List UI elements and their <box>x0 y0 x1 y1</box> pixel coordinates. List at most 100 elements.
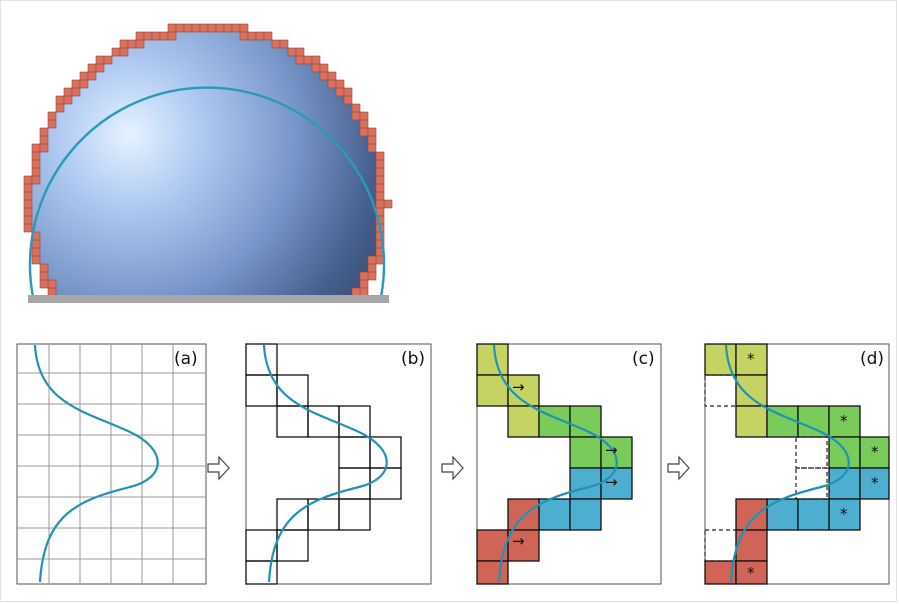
dome-voxel <box>63 87 73 97</box>
dome-voxel <box>295 55 305 65</box>
dome-voxel <box>247 31 257 41</box>
dome-voxel <box>375 183 385 193</box>
dome-voxel <box>55 95 65 105</box>
panel-b-voxel-outlines <box>245 343 402 585</box>
dome-voxel <box>343 87 353 97</box>
panel-a: (a) <box>16 343 207 585</box>
dome-voxel <box>23 199 33 209</box>
dome-voxel <box>231 23 241 33</box>
dome-voxel <box>271 39 281 49</box>
ground-plane <box>28 295 389 303</box>
dome-voxel <box>31 143 41 153</box>
dome-voxel <box>23 207 33 217</box>
dome-voxel <box>375 199 385 209</box>
dome-voxel <box>143 31 153 41</box>
panel-b-label: (b) <box>401 349 425 369</box>
dome-voxel <box>367 271 377 281</box>
dome-voxel <box>103 55 113 65</box>
direction-arrow: → <box>512 378 525 396</box>
dome-voxel <box>319 63 329 73</box>
star-marker: * <box>871 443 879 461</box>
dome-voxel <box>31 239 41 249</box>
dome-voxel <box>255 31 265 41</box>
panel-a-label: (a) <box>174 349 198 369</box>
dome-voxel <box>47 119 57 129</box>
dome-voxel <box>47 111 57 121</box>
dome-voxel <box>367 135 377 145</box>
panel-d-stars: * * * * * * <box>747 350 879 582</box>
dome-voxel <box>31 247 41 257</box>
dome-voxel <box>343 95 353 105</box>
dome-voxel <box>79 71 89 81</box>
star-marker: * <box>747 564 755 582</box>
dome-voxel <box>303 55 313 65</box>
panel-c: → → → → (c) <box>476 343 662 585</box>
dome-voxel <box>71 79 81 89</box>
dome-voxel <box>359 127 369 137</box>
panel-a-curve <box>33 344 159 583</box>
dome-voxel <box>375 191 385 201</box>
panel-b-curve <box>262 344 388 583</box>
star-marker: * <box>871 474 879 492</box>
dome-voxel <box>367 255 377 265</box>
dome-voxel <box>79 79 89 89</box>
dome-voxel <box>183 23 193 33</box>
dome-voxel <box>367 127 377 137</box>
dome-voxel <box>375 175 385 185</box>
dome-voxel <box>31 167 41 177</box>
dome-voxel <box>167 23 177 33</box>
sphere-outline <box>28 86 386 298</box>
panel-d: * * * * * * (d) <box>704 343 890 585</box>
dome-voxel <box>223 23 233 33</box>
arrow-right-outline-icon <box>441 455 464 481</box>
dome-voxel <box>359 279 369 289</box>
dome-voxel <box>135 39 145 49</box>
dome-voxel <box>359 287 369 297</box>
dome-voxel <box>359 111 369 121</box>
dome-voxel <box>359 119 369 129</box>
panel-b: (b) <box>245 343 432 585</box>
dome-voxel <box>119 39 129 49</box>
dome-voxel <box>39 263 49 273</box>
sphere <box>30 28 384 297</box>
dome-voxel <box>335 87 345 97</box>
dome-voxel <box>159 31 169 41</box>
dome-voxel <box>39 271 49 281</box>
dome-voxel <box>383 199 393 209</box>
dome-voxel <box>31 151 41 161</box>
dome-voxel <box>127 39 137 49</box>
direction-arrow: → <box>605 441 618 459</box>
dome-illustration <box>23 23 393 303</box>
dome-voxel <box>375 151 385 161</box>
dome-voxel <box>23 183 33 193</box>
dome-voxel <box>351 111 361 121</box>
dome-voxel <box>23 215 33 225</box>
panel-c-direction-arrows: → → → → <box>512 378 618 550</box>
dome-voxel <box>279 39 289 49</box>
dome-voxel <box>47 287 57 297</box>
dome-voxel <box>39 135 49 145</box>
dome-voxel <box>327 71 337 81</box>
dome-voxel <box>47 279 57 289</box>
dome-voxel <box>351 103 361 113</box>
dome-voxel <box>95 55 105 65</box>
panel-a-grid <box>17 344 206 584</box>
dome-voxel <box>375 159 385 169</box>
dome-voxel <box>207 23 217 33</box>
dome-voxel <box>319 71 329 81</box>
dome-voxel <box>23 175 33 185</box>
dome-voxel <box>23 191 33 201</box>
dome-voxel <box>367 263 377 273</box>
dome-voxel <box>71 87 81 97</box>
dome-voxel <box>335 79 345 89</box>
dome-voxel <box>63 95 73 105</box>
star-marker: * <box>840 412 848 430</box>
dome-voxel <box>311 63 321 73</box>
panel-d-label: (d) <box>860 349 884 369</box>
dome-voxel <box>351 287 361 297</box>
dome-voxel <box>55 103 65 113</box>
dome-voxel <box>327 79 337 89</box>
arrow-right-outline-icon <box>667 455 690 481</box>
